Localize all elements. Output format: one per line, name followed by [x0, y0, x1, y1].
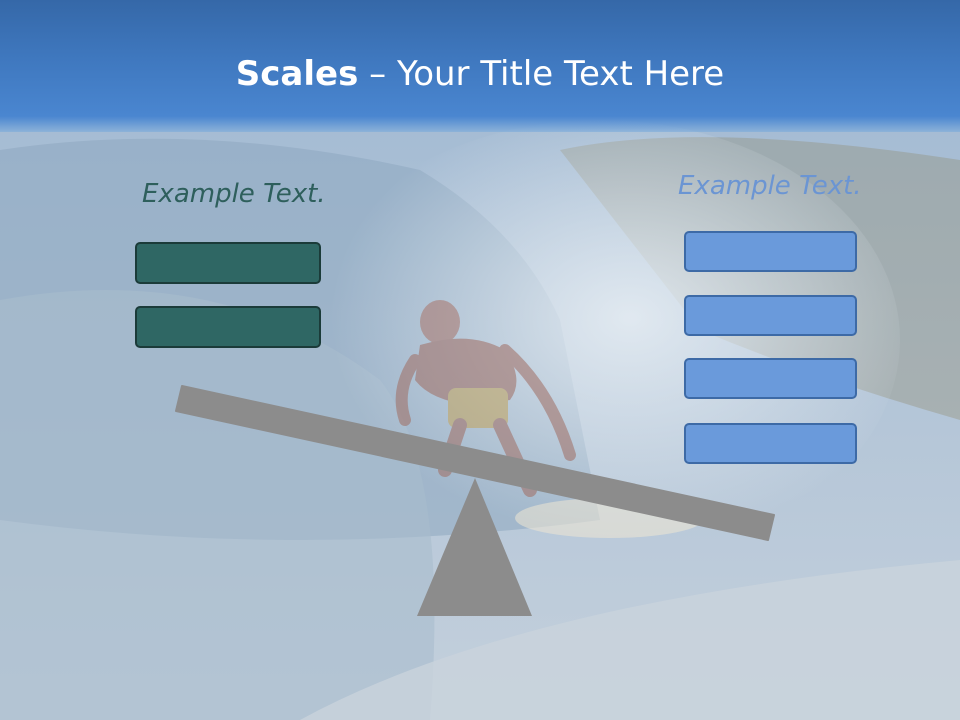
- left-example-text: Example Text.: [142, 179, 326, 209]
- slide-title: Scales – Your Title Text Here: [0, 52, 960, 96]
- right-example-text: Example Text.: [678, 171, 862, 201]
- right-box-3: [684, 358, 857, 399]
- left-box-1: [135, 242, 321, 284]
- title-bar: [0, 0, 960, 132]
- title-bold: Scales: [235, 54, 359, 94]
- right-box-1: [684, 231, 857, 272]
- scale-beam: [175, 385, 775, 541]
- scale-fulcrum: [417, 478, 532, 616]
- surfer-figure: [395, 300, 705, 538]
- title-rest: – Your Title Text Here: [358, 54, 725, 94]
- left-box-2: [135, 306, 321, 348]
- right-box-4: [684, 423, 857, 464]
- right-box-2: [684, 295, 857, 336]
